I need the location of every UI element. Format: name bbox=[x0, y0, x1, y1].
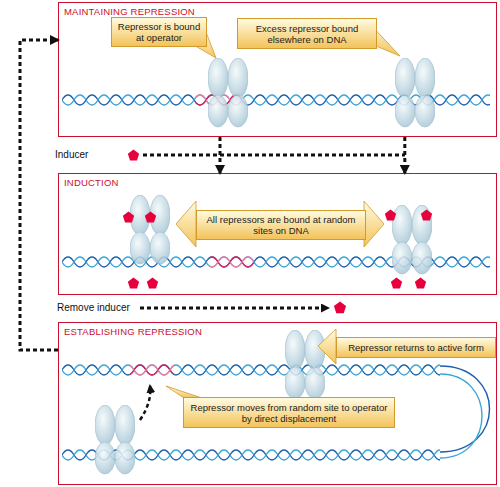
cycle-arrow bbox=[20, 40, 58, 350]
callout-text: Repressor is bound at operator bbox=[115, 21, 203, 43]
step-label: Remove inducer bbox=[57, 302, 130, 313]
repressor bbox=[95, 405, 135, 474]
repressor bbox=[130, 195, 170, 264]
inducer-symbol bbox=[415, 278, 426, 289]
repressor bbox=[208, 58, 248, 127]
displacement-arrow bbox=[140, 386, 150, 420]
repressor bbox=[392, 205, 432, 274]
callout-arrowhead bbox=[176, 201, 196, 247]
operator-site bbox=[210, 255, 254, 269]
inducer-symbol bbox=[123, 212, 134, 223]
callout-arrowhead bbox=[364, 201, 384, 247]
callout-box: Repressor returns to active form bbox=[336, 337, 496, 358]
remove-inducer-line bbox=[140, 307, 328, 310]
inducer-symbol bbox=[128, 278, 139, 289]
inducer-symbol bbox=[145, 212, 156, 223]
callout-text: Repressor returns to active form bbox=[348, 342, 484, 353]
callout-text: Repressor moves from random site to oper… bbox=[187, 402, 391, 424]
inducer-line bbox=[143, 154, 405, 157]
dna-helix bbox=[62, 363, 440, 377]
callout-box: Repressor is bound at operator bbox=[111, 17, 207, 47]
repressor bbox=[395, 58, 435, 127]
inducer-symbol bbox=[334, 302, 346, 314]
panel-heading: MAINTAINING REPRESSION bbox=[64, 6, 195, 17]
panel-heading: INDUCTION bbox=[64, 177, 119, 188]
panel-heading: ESTABLISHING REPRESSION bbox=[64, 326, 202, 337]
cycle-arrow bbox=[403, 137, 406, 173]
inducer-symbol bbox=[421, 210, 432, 221]
inducer-symbol bbox=[391, 278, 402, 289]
step-label: Inducer bbox=[55, 149, 88, 160]
callout-box: Repressor moves from random site to oper… bbox=[183, 397, 395, 428]
repressor bbox=[285, 330, 325, 399]
cycle-arrow bbox=[218, 137, 221, 173]
inducer-symbol bbox=[147, 278, 158, 289]
callout-box: All repressors are bound at random sites… bbox=[196, 210, 366, 240]
dna-strand bbox=[62, 363, 440, 377]
callout-text: Excess repressor bound elsewhere on DNA bbox=[241, 23, 373, 45]
operator-site bbox=[130, 363, 174, 377]
callout-text: All repressors are bound at random sites… bbox=[200, 214, 362, 236]
inducer-symbol bbox=[385, 210, 396, 221]
dna-loop bbox=[440, 374, 482, 458]
callout-box: Excess repressor bound elsewhere on DNA bbox=[237, 18, 377, 49]
inducer-symbol bbox=[128, 150, 139, 161]
callout-arrowhead bbox=[318, 329, 336, 364]
